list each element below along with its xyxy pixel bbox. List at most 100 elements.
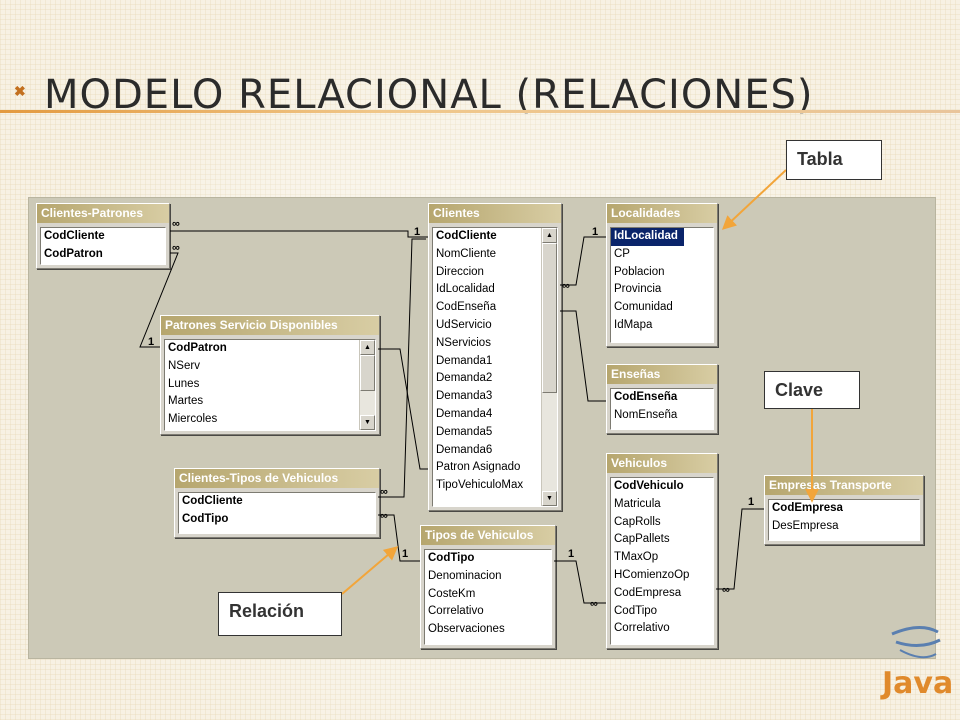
field-list: CodTipo Denominacion CosteKm Correlativo… bbox=[424, 549, 552, 645]
field-row[interactable]: NomEnseña bbox=[614, 408, 678, 421]
scroll-thumb[interactable] bbox=[360, 355, 375, 391]
field-row[interactable]: CapPallets bbox=[614, 533, 670, 546]
field-row[interactable]: DesEmpresa bbox=[772, 519, 839, 532]
field-row[interactable]: Demanda5 bbox=[436, 425, 493, 438]
cardinality-many: ∞ bbox=[380, 486, 388, 498]
callout-clave: Clave bbox=[764, 371, 860, 409]
scrollbar[interactable]: ▲ ▼ bbox=[541, 228, 557, 506]
field-row[interactable]: IdMapa bbox=[614, 318, 653, 331]
field-row[interactable]: Correlativo bbox=[614, 622, 670, 635]
field-row[interactable]: CodTipo bbox=[614, 604, 658, 617]
field-row[interactable]: CodCliente bbox=[182, 495, 243, 507]
scroll-up-icon[interactable]: ▲ bbox=[542, 228, 557, 243]
cardinality-many: ∞ bbox=[590, 598, 598, 610]
field-row[interactable]: CodEnseña bbox=[436, 301, 497, 314]
field-row[interactable]: Miercoles bbox=[168, 413, 218, 426]
relation-line[interactable] bbox=[560, 236, 606, 286]
field-row[interactable]: Provincia bbox=[614, 283, 662, 296]
field-row[interactable]: Matricula bbox=[614, 497, 661, 510]
field-row[interactable]: CodCliente bbox=[436, 230, 497, 242]
table-title[interactable]: Clientes bbox=[429, 204, 561, 223]
field-row[interactable]: NServicios bbox=[436, 336, 491, 349]
relation-line[interactable] bbox=[139, 252, 179, 348]
table-title[interactable]: Patrones Servicio Disponibles bbox=[161, 316, 379, 335]
table-title[interactable]: Clientes-Patrones bbox=[37, 204, 169, 223]
scroll-down-icon[interactable]: ▼ bbox=[542, 491, 557, 506]
scroll-thumb[interactable] bbox=[542, 243, 557, 393]
callout-relacion: Relación bbox=[218, 592, 342, 636]
field-row[interactable]: NServ bbox=[168, 359, 200, 372]
field-row[interactable]: CodEmpresa bbox=[614, 586, 682, 599]
table-clientes-patrones[interactable]: Clientes-Patrones CodCliente CodPatron bbox=[36, 203, 170, 269]
cardinality-many: ∞ bbox=[562, 280, 570, 292]
field-list: CodEmpresa DesEmpresa bbox=[768, 499, 920, 541]
table-localidades[interactable]: Localidades IdLocalidad CP Poblacion Pro… bbox=[606, 203, 718, 347]
field-row[interactable]: CodPatron bbox=[44, 247, 103, 260]
field-row[interactable]: Demanda4 bbox=[436, 407, 493, 420]
java-logo-text: Java bbox=[882, 666, 954, 701]
relation-line[interactable] bbox=[378, 514, 420, 562]
java-logo: Java bbox=[880, 620, 954, 710]
field-list: CodPatron NServ Lunes Martes Miercoles ▲… bbox=[164, 339, 376, 431]
field-row[interactable]: CosteKm bbox=[428, 587, 476, 600]
field-row-selected[interactable]: IdLocalidad bbox=[611, 228, 684, 246]
scroll-up-icon[interactable]: ▲ bbox=[360, 340, 375, 355]
relation-line[interactable] bbox=[378, 238, 426, 498]
field-row[interactable]: Martes bbox=[168, 395, 204, 408]
java-cup-icon bbox=[891, 626, 941, 659]
field-row[interactable]: NomCliente bbox=[436, 247, 497, 260]
field-list: CodCliente CodPatron bbox=[40, 227, 166, 265]
field-row[interactable]: CodCliente bbox=[44, 230, 105, 242]
field-row[interactable]: CodVehiculo bbox=[614, 480, 684, 492]
field-row[interactable]: Demanda1 bbox=[436, 354, 493, 367]
field-row[interactable]: TMaxOp bbox=[614, 551, 659, 564]
scrollbar[interactable]: ▲ ▼ bbox=[359, 340, 375, 430]
cardinality-one: 1 bbox=[414, 226, 420, 238]
table-empresas-transporte[interactable]: Empresas Transporte CodEmpresa DesEmpres… bbox=[764, 475, 924, 545]
field-row[interactable]: Patron Asignado bbox=[436, 461, 521, 474]
field-row[interactable]: TipoVehiculoMax bbox=[436, 479, 524, 492]
field-row[interactable]: CodEmpresa bbox=[772, 502, 843, 514]
callout-tabla: Tabla bbox=[786, 140, 882, 180]
field-row[interactable]: CodEnseña bbox=[614, 391, 678, 403]
table-tipos-vehiculos[interactable]: Tipos de Vehiculos CodTipo Denominacion … bbox=[420, 525, 556, 649]
table-patrones-servicio-disponibles[interactable]: Patrones Servicio Disponibles CodPatron … bbox=[160, 315, 380, 435]
relation-line[interactable] bbox=[554, 560, 606, 604]
table-title[interactable]: Localidades bbox=[607, 204, 717, 223]
table-title[interactable]: Clientes-Tipos de Vehiculos bbox=[175, 469, 379, 488]
table-title[interactable]: Enseñas bbox=[607, 365, 717, 384]
field-row[interactable]: CodTipo bbox=[428, 552, 475, 564]
field-row[interactable]: Lunes bbox=[168, 377, 200, 390]
table-vehiculos[interactable]: Vehiculos CodVehiculo Matricula CapRolls… bbox=[606, 453, 718, 649]
table-clientes[interactable]: Clientes CodCliente NomCliente Direccion… bbox=[428, 203, 562, 511]
scroll-down-icon[interactable]: ▼ bbox=[360, 415, 375, 430]
field-row[interactable]: Demanda3 bbox=[436, 390, 493, 403]
relation-line[interactable] bbox=[716, 508, 764, 590]
table-clientes-tipos-vehiculos[interactable]: Clientes-Tipos de Vehiculos CodCliente C… bbox=[174, 468, 380, 538]
field-row[interactable]: Correlativo bbox=[428, 605, 484, 618]
field-row[interactable]: Observaciones bbox=[428, 623, 505, 636]
field-row[interactable]: Demanda2 bbox=[436, 372, 493, 385]
field-list: CodEnseña NomEnseña bbox=[610, 388, 714, 430]
relacion-arrow bbox=[341, 546, 399, 595]
field-row[interactable]: CapRolls bbox=[614, 515, 661, 528]
table-title[interactable]: Vehiculos bbox=[607, 454, 717, 473]
table-title[interactable]: Empresas Transporte bbox=[765, 476, 923, 495]
field-row[interactable]: CodTipo bbox=[182, 512, 229, 525]
field-row[interactable]: IdLocalidad bbox=[436, 283, 495, 296]
table-ensenas[interactable]: Enseñas CodEnseña NomEnseña bbox=[606, 364, 718, 434]
field-row[interactable]: Demanda6 bbox=[436, 443, 493, 456]
field-row[interactable]: Denominacion bbox=[428, 569, 502, 582]
relation-line[interactable] bbox=[170, 230, 428, 238]
field-row[interactable]: CodPatron bbox=[168, 342, 227, 354]
field-row[interactable]: CP bbox=[614, 247, 630, 260]
field-row[interactable]: HComienzoOp bbox=[614, 568, 690, 581]
relation-line[interactable] bbox=[378, 348, 428, 470]
field-row[interactable]: Direccion bbox=[436, 265, 484, 278]
table-title[interactable]: Tipos de Vehiculos bbox=[421, 526, 555, 545]
relation-line[interactable] bbox=[560, 310, 606, 402]
field-row[interactable]: Comunidad bbox=[614, 301, 673, 314]
field-row[interactable]: UdServicio bbox=[436, 318, 492, 331]
field-list: CodCliente NomCliente Direccion IdLocali… bbox=[432, 227, 558, 507]
field-row[interactable]: Poblacion bbox=[614, 265, 665, 278]
